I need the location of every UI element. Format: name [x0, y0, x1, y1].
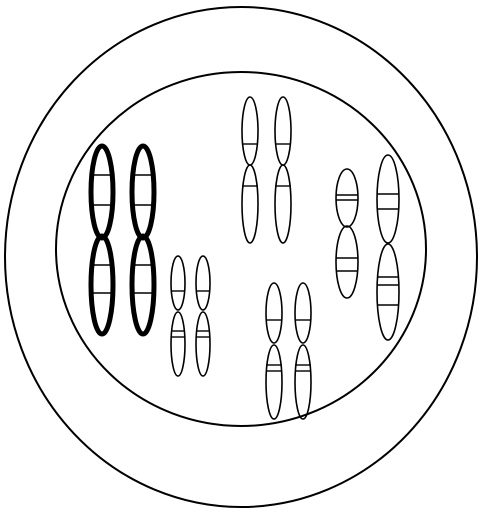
chromosome: [91, 146, 113, 334]
chromosome-pair-top: [242, 97, 291, 243]
chromosome-pair-bottom: [266, 283, 311, 419]
chromosome: [132, 146, 154, 334]
chromatid-arm: [242, 97, 258, 165]
chromatid-arm: [295, 345, 311, 419]
chromosome: [242, 97, 258, 243]
chromosome-pair-bold: [91, 146, 154, 334]
chromatid-arm: [336, 226, 358, 298]
chromosome-pair-right: [336, 155, 399, 340]
chromatid-arm: [91, 146, 113, 238]
chromatid-arm: [275, 165, 291, 243]
chromatid-arm: [295, 283, 311, 343]
chromosome-pair-small: [171, 256, 210, 376]
chromosome: [275, 97, 291, 243]
chromosome: [171, 256, 185, 376]
chromatid-arm: [132, 236, 154, 334]
chromatid-arm: [377, 155, 399, 243]
chromosome: [295, 283, 311, 419]
chromatid-arm: [196, 256, 210, 310]
chromatid-arm: [91, 236, 113, 334]
chromatid-arm: [242, 165, 258, 243]
chromatid-arm: [266, 345, 282, 419]
chromosome: [266, 283, 282, 419]
chromatid-arm: [377, 244, 399, 340]
chromatid-arm: [275, 97, 291, 165]
chromatid-arm: [336, 169, 358, 227]
chromosome: [196, 256, 210, 376]
chromatid-arm: [171, 256, 185, 310]
chromatid-arm: [196, 312, 210, 376]
chromosome: [336, 169, 358, 298]
chromatid-arm: [132, 146, 154, 238]
chromatid-arm: [171, 312, 185, 376]
cell-membrane: [5, 7, 477, 507]
chromatid-arm: [266, 283, 282, 343]
chromosome: [377, 155, 399, 340]
